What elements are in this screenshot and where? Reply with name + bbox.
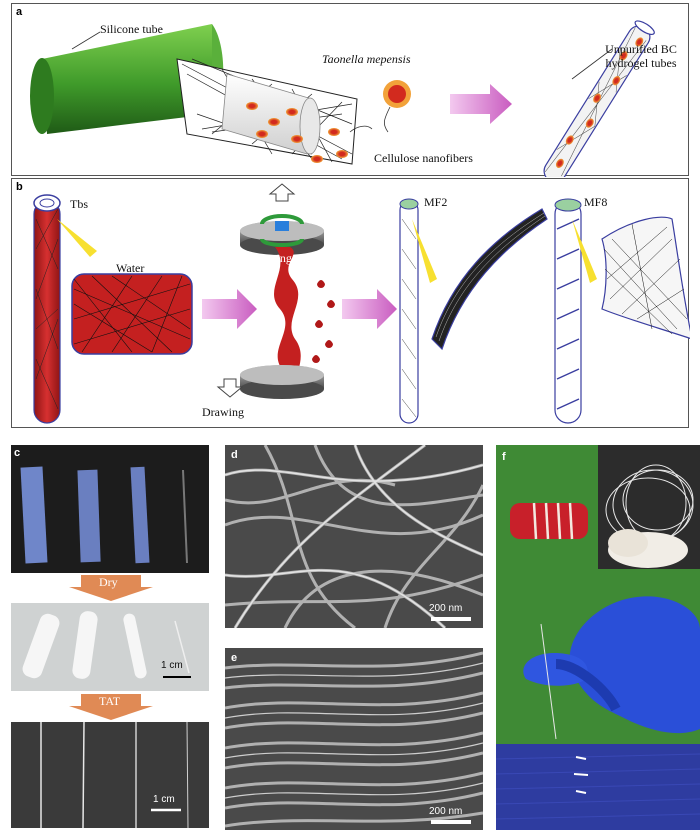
dry-label: Dry: [99, 575, 118, 589]
arrow-b1: [202, 289, 257, 329]
silicone-tube-label: Silicone tube: [100, 22, 163, 36]
mf2-fiber: [399, 200, 419, 424]
silicone-tube-body: [42, 24, 212, 134]
panel-c: c Dry 1 cm TAT: [11, 445, 211, 830]
dry-arrow: [69, 575, 153, 601]
scale-bar-e: 200 nm: [429, 806, 463, 817]
photo-knot-on-green: f: [496, 445, 598, 569]
mf8-label: MF8: [584, 195, 608, 209]
panel-d-sem-image: d 200 nm: [225, 445, 483, 628]
panel-e-label: e: [231, 652, 238, 664]
panel-f-label: f: [502, 451, 506, 463]
panel-c-label: c: [14, 447, 21, 459]
water-label: Water: [116, 261, 145, 275]
photo-hydrogel-strips: c: [11, 445, 209, 573]
photo-suturing-hand: [496, 569, 700, 830]
panel-a-illustration: [30, 20, 655, 177]
bc-hydrogel-tube: [543, 20, 655, 177]
mf2-label: MF2: [424, 195, 448, 209]
panel-f: f: [496, 445, 700, 830]
panel-d-label: d: [231, 449, 238, 461]
panel-b-label: b: [16, 181, 23, 193]
twisted-fiber: [274, 247, 301, 391]
arrow-a: [450, 84, 512, 124]
bacteria-cells: [246, 102, 348, 163]
photo-twisted-fibers: 1 cm: [11, 722, 209, 828]
photo-fiber-bundle: [598, 445, 700, 569]
nanofibers-label: Cellulose nanofibers: [374, 151, 473, 165]
scale-bar-c2: 1 cm: [153, 794, 175, 805]
panel-a: a: [11, 3, 689, 177]
scale-bar-d: 200 nm: [429, 603, 463, 614]
tbs-tube: [33, 200, 61, 424]
organism-label: Taonella mepensis: [322, 52, 411, 66]
twisting-label: Twisting: [250, 251, 292, 265]
panel-b-illustration: [33, 183, 690, 424]
scale-bar-c1: 1 cm: [161, 660, 183, 671]
panel-a-label: a: [16, 6, 23, 18]
tat-arrow: [69, 694, 153, 720]
arrow-b2: [342, 289, 397, 329]
drawing-label: Drawing: [202, 405, 244, 419]
panel-b: b: [11, 178, 690, 428]
photo-dried-tubes: 1 cm: [11, 603, 209, 691]
panel-e-sem-image: e 200 nm: [225, 648, 483, 830]
product-label: Unpurified BC hydrogel tubes: [605, 42, 677, 70]
tbs-label: Tbs: [70, 197, 88, 211]
tat-label: TAT: [99, 694, 121, 708]
